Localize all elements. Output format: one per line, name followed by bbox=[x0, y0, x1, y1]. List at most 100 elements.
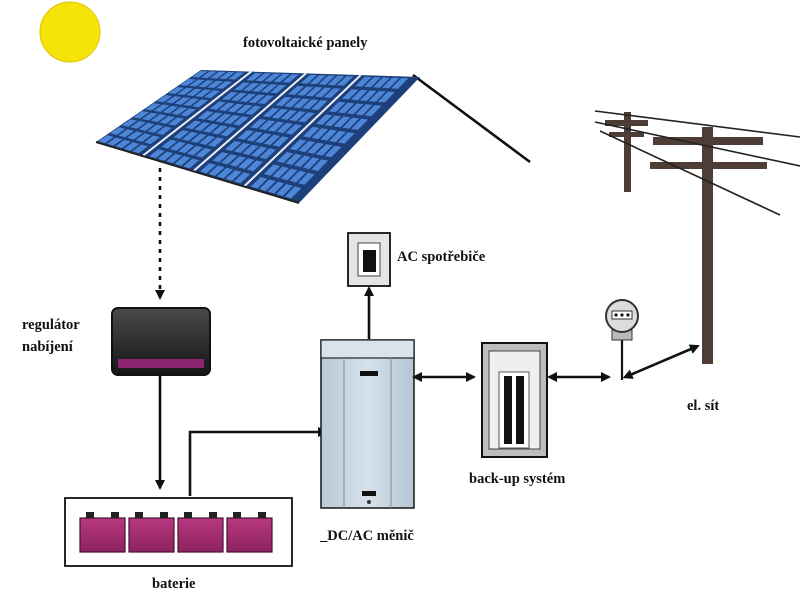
pv-cell bbox=[250, 177, 268, 189]
pv-cell bbox=[228, 72, 245, 80]
pv-cell bbox=[288, 85, 305, 95]
pv-cell bbox=[225, 170, 242, 181]
pv-cell bbox=[341, 89, 359, 100]
pv-cell bbox=[276, 184, 293, 196]
solar-panel-roof bbox=[95, 70, 531, 204]
pv-cell bbox=[293, 98, 310, 109]
pv-cell bbox=[232, 116, 249, 126]
pv-cell bbox=[194, 122, 211, 131]
pv-cell bbox=[168, 117, 184, 126]
pv-cell bbox=[302, 126, 320, 138]
pv-cell bbox=[177, 87, 194, 95]
pv-cell bbox=[200, 71, 217, 78]
pv-cell bbox=[327, 75, 345, 86]
backup-label: back-up systém bbox=[469, 471, 565, 487]
sun-icon bbox=[39, 1, 101, 63]
pv-cell bbox=[272, 136, 289, 147]
pv-cell bbox=[351, 118, 369, 130]
pv-cell bbox=[123, 142, 140, 151]
pv-cell bbox=[234, 82, 251, 91]
pv-cell bbox=[215, 113, 232, 123]
pv-cell bbox=[225, 141, 242, 151]
pv-cell bbox=[207, 137, 224, 147]
pv-cell bbox=[382, 77, 400, 89]
utility-poles bbox=[594, 110, 800, 364]
pv-cell bbox=[285, 124, 302, 135]
pv-cell bbox=[336, 76, 354, 86]
pv-cell bbox=[305, 87, 323, 97]
pv-cell bbox=[333, 116, 351, 128]
pv-cell bbox=[204, 90, 220, 98]
pv-cell bbox=[236, 104, 253, 114]
pv-cell bbox=[180, 108, 196, 117]
pv-cell bbox=[302, 157, 320, 170]
pv-cell bbox=[209, 101, 226, 110]
pv-cell bbox=[300, 74, 317, 84]
pv-cell bbox=[110, 127, 126, 135]
ac-appliances-label: AC spotřebiče bbox=[397, 249, 486, 265]
pv-cell bbox=[337, 102, 355, 114]
pv-cell bbox=[263, 134, 281, 145]
pv-cell bbox=[239, 93, 256, 102]
pv-cell bbox=[337, 132, 355, 144]
pv-cell bbox=[264, 73, 281, 82]
pv-cell bbox=[298, 172, 315, 185]
pv-cell bbox=[165, 96, 182, 104]
pv-cell bbox=[391, 78, 409, 89]
grid-label: el. sít bbox=[687, 398, 719, 414]
pv-cell bbox=[127, 131, 143, 140]
pv-cell bbox=[318, 75, 336, 85]
pv-cell bbox=[219, 72, 235, 79]
pv-cell bbox=[342, 117, 360, 129]
pv-cell bbox=[246, 160, 264, 172]
backup-system-panel bbox=[481, 342, 548, 458]
battery-cell bbox=[177, 512, 224, 553]
pv-cell bbox=[323, 88, 341, 98]
batteries-label: baterie bbox=[152, 576, 196, 592]
pv-cell bbox=[207, 80, 223, 88]
pv-cell bbox=[311, 100, 328, 111]
ac-appliances-box bbox=[347, 232, 391, 287]
pv-cell bbox=[250, 119, 267, 129]
pv-cell bbox=[149, 149, 165, 159]
pv-cell bbox=[273, 73, 290, 83]
pv-cell bbox=[121, 119, 138, 127]
battery-cell bbox=[226, 512, 273, 553]
pv-cell bbox=[270, 84, 287, 94]
pv-cell bbox=[315, 144, 333, 156]
inverter-unit bbox=[320, 339, 415, 509]
battery-cell bbox=[128, 512, 175, 553]
pv-cell bbox=[195, 147, 212, 158]
pv-cell bbox=[144, 135, 160, 145]
pv-cell bbox=[118, 129, 135, 138]
pv-cell bbox=[221, 92, 238, 100]
pv-cell bbox=[182, 131, 198, 141]
pv-cell bbox=[307, 142, 324, 154]
pv-cell bbox=[187, 145, 203, 156]
pv-cell bbox=[178, 143, 195, 154]
pv-cell bbox=[192, 99, 208, 108]
pv-cell bbox=[324, 115, 342, 127]
electric-meter-icon bbox=[605, 299, 639, 380]
pv-cell bbox=[190, 133, 207, 143]
pv-cell bbox=[169, 141, 186, 151]
pv-cell bbox=[220, 126, 237, 137]
pv-cell bbox=[185, 120, 202, 130]
pv-cell bbox=[359, 90, 377, 101]
pv-cell bbox=[208, 165, 225, 176]
pv-cell bbox=[191, 71, 208, 78]
pv-cell bbox=[350, 89, 368, 101]
pv-cell bbox=[255, 73, 272, 82]
pv-cell bbox=[197, 111, 214, 120]
pv-cell bbox=[248, 94, 265, 103]
pv-cell bbox=[147, 124, 164, 133]
pv-cell bbox=[227, 103, 244, 113]
pv-cell bbox=[242, 144, 259, 155]
pv-cell bbox=[276, 152, 294, 163]
pv-cell bbox=[186, 88, 203, 96]
pv-cell bbox=[285, 153, 302, 165]
pv-cell bbox=[298, 141, 316, 153]
pv-cell bbox=[259, 148, 276, 159]
pv-cell bbox=[267, 121, 285, 132]
pv-cell bbox=[328, 101, 346, 113]
